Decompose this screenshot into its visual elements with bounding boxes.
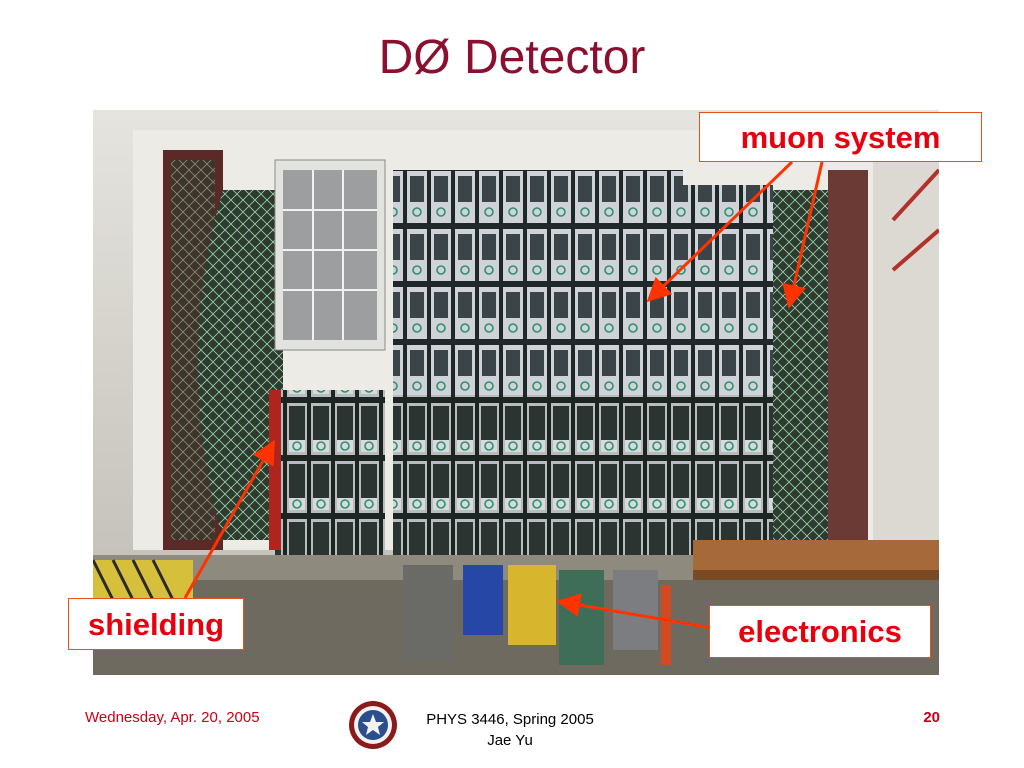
detector-photo (93, 110, 939, 675)
page-number: 20 (923, 709, 940, 726)
shielding-label: shielding (68, 598, 244, 650)
course-title: PHYS 3446, Spring 2005 (426, 711, 594, 728)
muon-system-label: muon system (699, 112, 982, 162)
university-seal-icon (348, 700, 398, 750)
author-name: Jae Yu (487, 732, 533, 749)
electronics-label: electronics (709, 605, 931, 658)
slide-title: DØ Detector (378, 31, 646, 84)
footer-course: PHYS 3446, Spring 2005 Jae Yu (380, 709, 640, 751)
footer-date: Wednesday, Apr. 20, 2005 (85, 709, 260, 726)
